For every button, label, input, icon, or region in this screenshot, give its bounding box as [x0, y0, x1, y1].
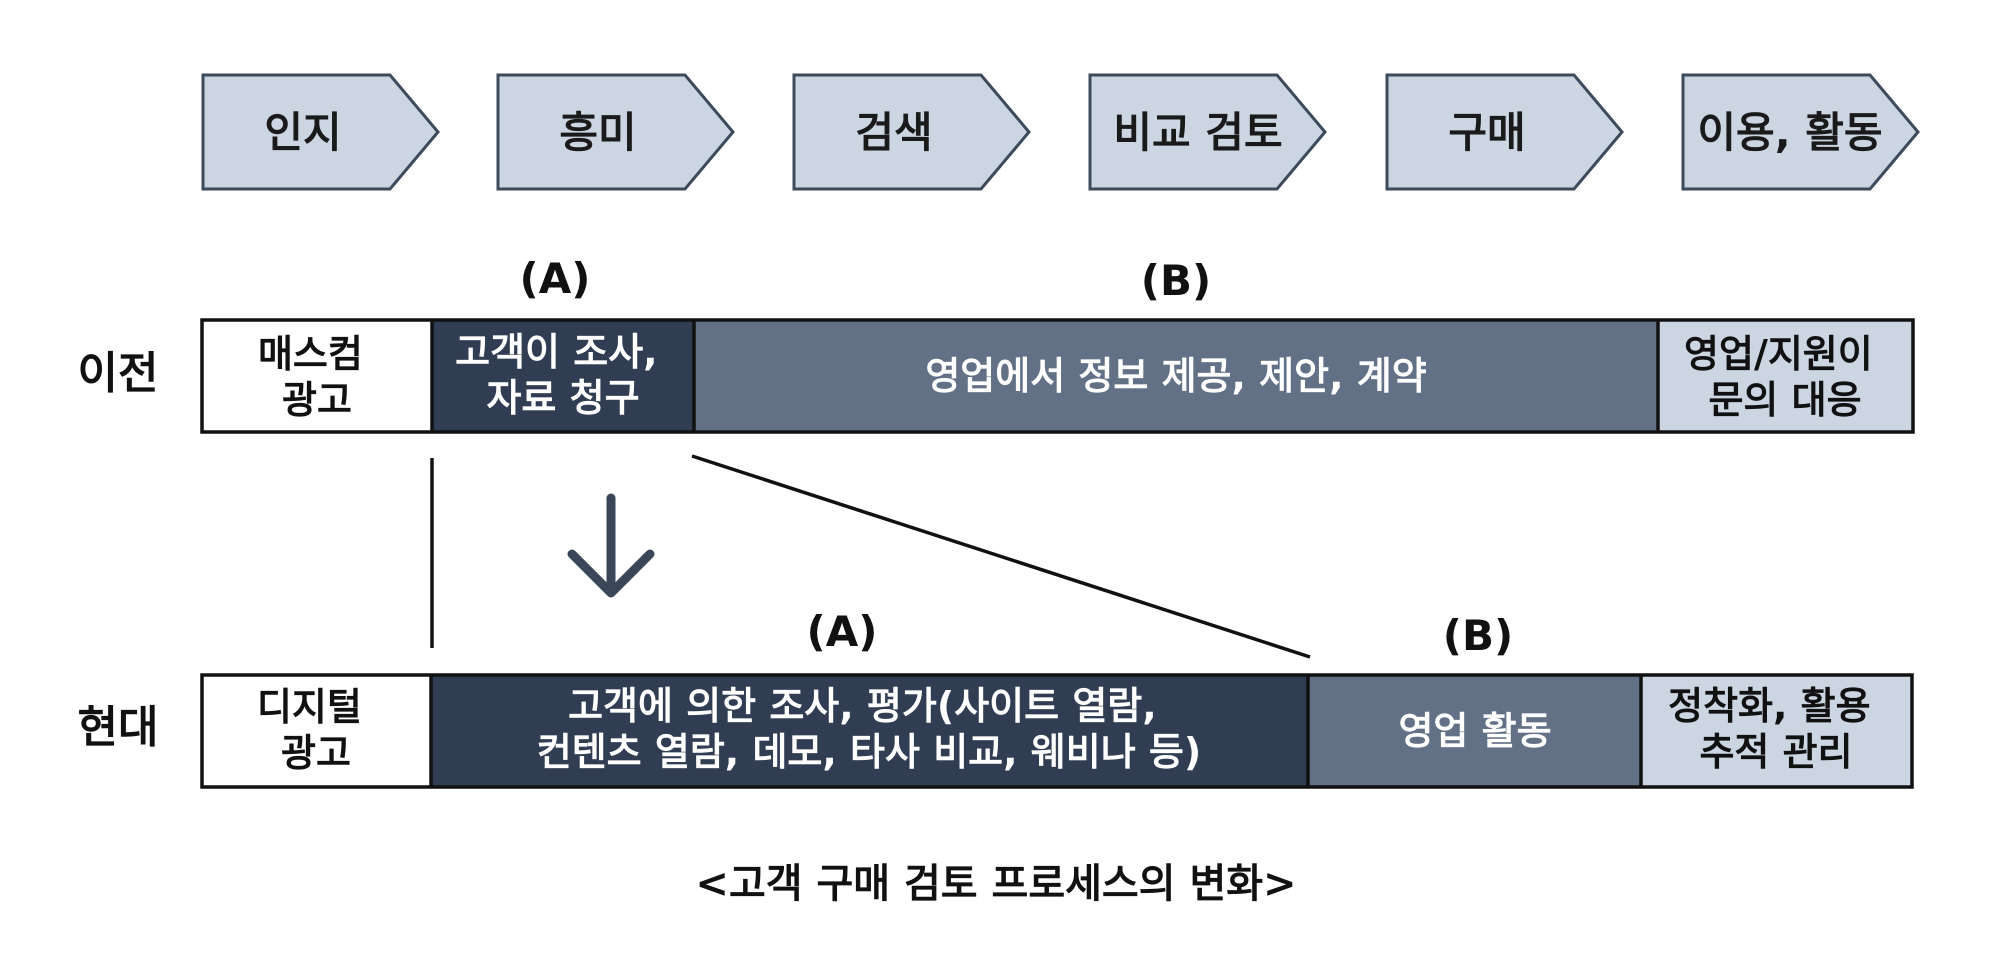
step-chevron-shape	[1088, 73, 1327, 191]
process-step-interest: 흥미	[496, 73, 735, 191]
step-label: 구매	[1448, 108, 1525, 157]
process-step-awareness: 인지	[201, 73, 440, 191]
segment-line: 고객이 조사,	[455, 330, 657, 374]
before-segment-customer-inquiry: 고객이 조사, 자료 청구	[432, 320, 694, 432]
segment-text: 고객에 의한 조사, 평가(사이트 열람, 컨텐츠 열람, 데모, 타사 비교,…	[537, 684, 1201, 774]
before-row-border	[200, 318, 1915, 434]
segment-line: 광고	[281, 731, 351, 775]
process-step-purchase: 구매	[1385, 73, 1624, 191]
before-segment-mass-media: 매스컴 광고	[202, 320, 432, 432]
segment-line: 고객에 의한 조사, 평가(사이트 열람,	[568, 684, 1157, 728]
segment-box	[202, 320, 432, 432]
before-row-label: 이전	[78, 348, 159, 399]
segment-text: 매스컴 광고	[258, 332, 376, 422]
arrow-head	[567, 549, 655, 598]
segment-text: 영업 활동	[1398, 709, 1551, 753]
after-segment-retention: 정착화, 활용 추적 관리	[1641, 675, 1912, 787]
step-chevron-shape	[1385, 73, 1624, 191]
after-segment-customer-research: 고객에 의한 조사, 평가(사이트 열람, 컨텐츠 열람, 데모, 타사 비교,…	[431, 675, 1308, 787]
segment-line: 정착화, 활용	[1668, 684, 1870, 728]
step-chevron-shape	[1681, 73, 1920, 191]
before-segment-support: 영업/지원이 문의 대응	[1658, 320, 1913, 432]
segment-text: 영업/지원이 문의 대응	[1684, 332, 1886, 422]
step-label: 검색	[855, 108, 932, 157]
step-chevron-shape	[496, 73, 735, 191]
diagram-caption: <고객 구매 검토 프로세스의 변화>	[695, 861, 1296, 907]
process-step-compare: 비교 검토	[1088, 73, 1327, 191]
segment-line: 매스컴	[258, 332, 363, 376]
segment-line: 광고	[282, 378, 352, 422]
after-marker-b: (B)	[1443, 611, 1513, 660]
segment-line: 추적 관리	[1699, 730, 1852, 774]
segment-line: 영업/지원이	[1684, 332, 1873, 376]
before-marker-a: (A)	[520, 254, 591, 303]
connector-line-diagonal	[691, 454, 1311, 659]
step-label: 인지	[264, 108, 341, 157]
segment-box	[694, 320, 1658, 432]
after-row-border	[200, 673, 1914, 789]
segment-text: 고객이 조사, 자료 청구	[455, 330, 671, 420]
segment-line: 디지털	[257, 685, 362, 729]
after-segment-digital-ad: 디지털 광고	[202, 675, 431, 787]
segment-line: 자료 청구	[486, 376, 639, 420]
segment-text: 정착화, 활용 추적 관리	[1668, 684, 1884, 774]
segment-box	[431, 675, 1308, 787]
process-step-use: 이용, 활동	[1681, 73, 1920, 191]
segment-box	[1641, 675, 1912, 787]
process-step-search: 검색	[792, 73, 1031, 191]
before-marker-b: (B)	[1141, 256, 1211, 305]
segment-text: 디지털 광고	[257, 685, 375, 775]
step-chevron-shape	[201, 73, 440, 191]
segment-box	[1308, 675, 1641, 787]
segment-box	[432, 320, 694, 432]
process-steps: 인지 흥미 검색 비교 검토 구매 이용, 활동	[201, 73, 1920, 191]
before-segment-sales: 영업에서 정보 제공, 제안, 계약	[694, 320, 1658, 432]
segment-text: 영업에서 정보 제공, 제안, 계약	[925, 354, 1426, 398]
after-segment-sales: 영업 활동	[1308, 675, 1641, 787]
before-row: 이전 (A) (B) 매스컴 광고 고객이 조사, 자료 청구 영업에서 정보 …	[78, 254, 1915, 434]
step-chevron-shape	[792, 73, 1031, 191]
segment-box	[1658, 320, 1913, 432]
step-label: 비교 검토	[1113, 108, 1282, 157]
step-label: 흥미	[559, 108, 636, 157]
step-label: 이용, 활동	[1697, 108, 1882, 157]
segment-line: 컨텐츠 열람, 데모, 타사 비교, 웨비나 등)	[537, 730, 1201, 774]
after-marker-a: (A)	[807, 607, 878, 656]
segment-line: 문의 대응	[1708, 378, 1861, 422]
after-row-label: 현대	[78, 702, 159, 753]
down-arrow-icon	[567, 493, 655, 598]
after-row: 현대 (A) (B) 디지털 광고 고객에 의한 조사, 평가(사이트 열람, …	[78, 607, 1914, 789]
segment-box	[202, 675, 431, 787]
